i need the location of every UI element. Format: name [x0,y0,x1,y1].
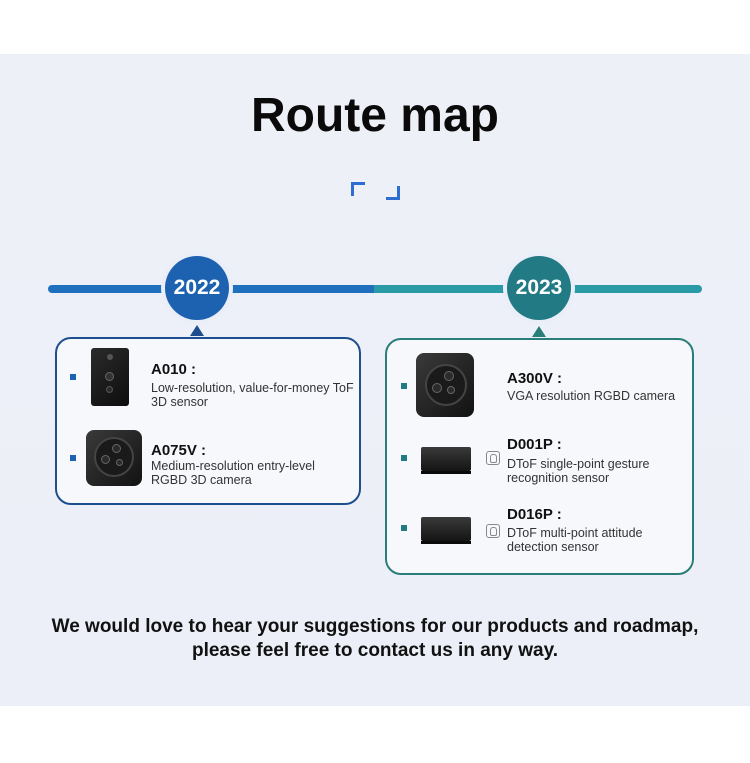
bullet-icon [401,455,407,461]
pointer-arrow-icon [532,326,546,337]
bracket-decoration-icon [386,186,400,200]
product-name-a010: A010 : [151,361,197,378]
year-badge-2023: 2023 [507,256,571,320]
bracket-decoration-icon [351,182,365,196]
bullet-icon [70,374,76,380]
cta-line-2: please feel free to contact us in any wa… [191,640,559,661]
cube-camera-icon [416,353,474,417]
product-name-d001p: D001P : [507,436,562,453]
product-desc-a300v: VGA resolution RGBD camera [507,389,676,403]
product-name-a300v: A300V : [507,370,563,387]
bullet-icon [401,383,407,389]
pointer-arrow-icon [190,325,204,336]
product-name-a075v: A075V : [151,442,207,459]
product-desc-a075v: Medium-resolution entry-level RGBD 3D ca… [151,459,315,487]
year-badge-2022: 2022 [165,256,229,320]
cta-line-1: We would love to hear your suggestions f… [51,616,699,637]
bullet-icon [401,525,407,531]
gesture-icon [486,451,500,465]
sensor-chip-icon [421,447,471,474]
page-title: Route map [250,89,499,142]
product-name-d016p: D016P : [507,506,562,523]
gesture-icon [486,524,500,538]
bullet-icon [70,455,76,461]
cube-camera-icon [86,430,142,486]
product-desc-a010: Low-resolution, value-for-money ToF 3D s… [151,381,354,409]
product-desc-d016p: DToF multi-point attitude detection sens… [507,526,643,554]
sensor-chip-icon [421,517,471,544]
product-desc-d001p: DToF single-point gesture recognition se… [507,457,650,485]
camera-module-icon [91,348,129,406]
